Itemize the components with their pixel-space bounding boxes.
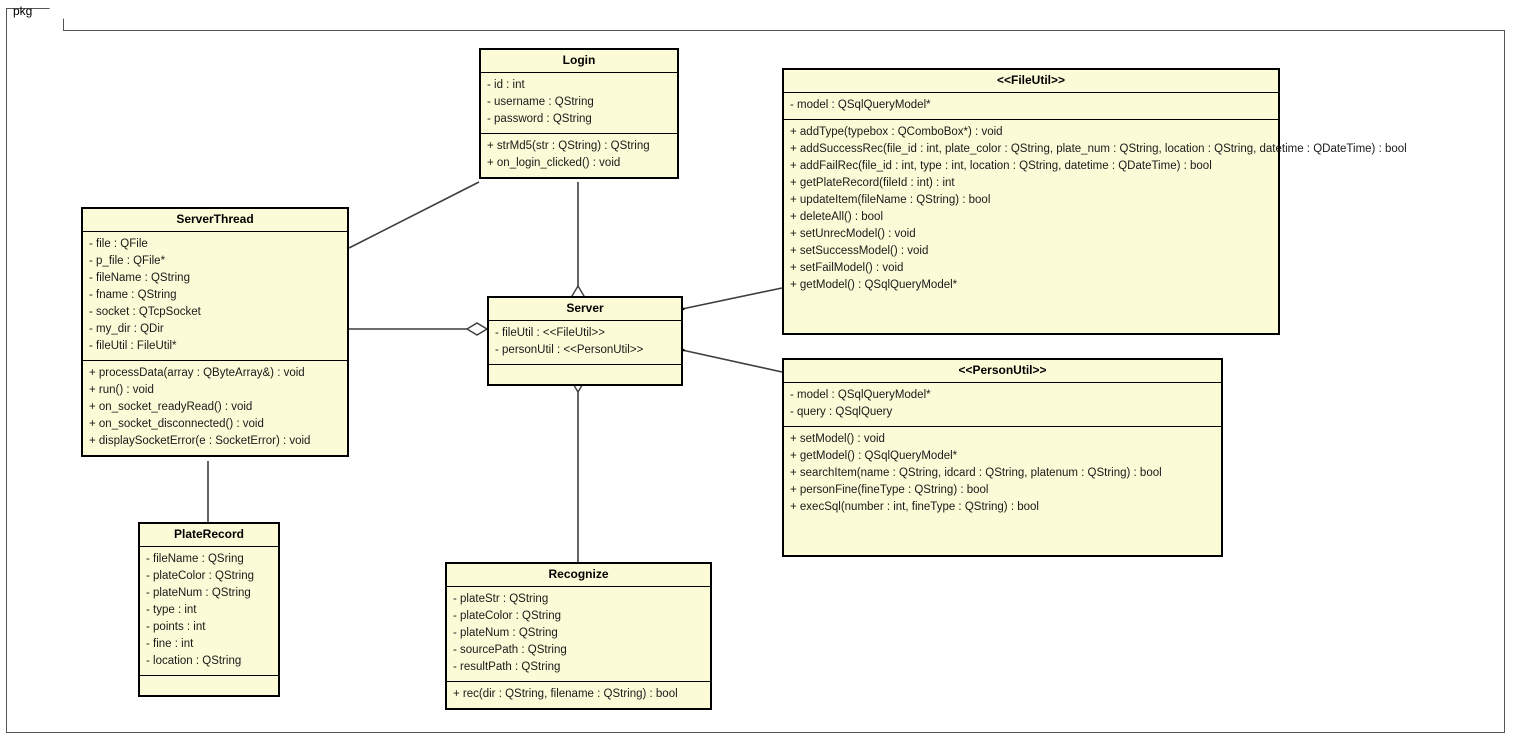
method-row-spacer	[790, 516, 1215, 533]
class-title-recognize: Recognize	[447, 564, 710, 587]
class-box-login[interactable]: Login - id : int - username : QString - …	[479, 48, 679, 179]
method-row: + addFailRec(file_id : int, type : int, …	[790, 160, 1212, 172]
class-methods-personutil: + setModel() : void + getModel() : QSqlQ…	[784, 427, 1221, 555]
method-row: + addType(typebox : QComboBox*) : void	[790, 126, 1003, 138]
class-box-recognize[interactable]: Recognize - plateStr : QString - plateCo…	[445, 562, 712, 710]
class-box-server[interactable]: Server - fileUtil : <<FileUtil>> - perso…	[487, 296, 683, 386]
attribute-row: - username : QString	[487, 96, 594, 108]
class-attributes-server: - fileUtil : <<FileUtil>> - personUtil :…	[489, 321, 681, 365]
class-title-login: Login	[481, 50, 677, 73]
attribute-row: - file : QFile	[89, 238, 148, 250]
class-attributes-fileutil: - model : QSqlQueryModel*	[784, 93, 1278, 120]
method-row: + personFine(fineType : QString) : bool	[790, 484, 989, 496]
class-attributes-personutil: - model : QSqlQueryModel* - query : QSql…	[784, 383, 1221, 427]
attribute-row: - fileUtil : FileUtil*	[89, 340, 177, 352]
method-row: + searchItem(name : QString, idcard : QS…	[790, 467, 1162, 479]
class-methods-fileutil: + addType(typebox : QComboBox*) : void +…	[784, 120, 1407, 333]
attribute-row: - sourcePath : QString	[453, 644, 567, 656]
class-methods-server	[489, 365, 681, 384]
attribute-row: - model : QSqlQueryModel*	[790, 389, 931, 401]
class-methods-platerecord	[140, 676, 278, 695]
class-box-personutil[interactable]: <<PersonUtil>> - model : QSqlQueryModel*…	[782, 358, 1223, 557]
class-methods-serverthread: + processData(array : QByteArray&) : voi…	[83, 361, 347, 455]
attribute-row: - plateStr : QString	[453, 593, 549, 605]
attribute-row: - query : QSqlQuery	[790, 406, 893, 418]
attribute-row: - type : int	[146, 604, 197, 616]
class-title-serverthread: ServerThread	[83, 209, 347, 232]
attribute-row: - fileUtil : <<FileUtil>>	[495, 327, 605, 339]
method-row: + setFailModel() : void	[790, 262, 904, 274]
attribute-row: - fileName : QSring	[146, 553, 244, 565]
class-box-serverthread[interactable]: ServerThread - file : QFile - p_file : Q…	[81, 207, 349, 457]
method-row: + getPlateRecord(fileId : int) : int	[790, 177, 955, 189]
class-title-fileutil: <<FileUtil>>	[784, 70, 1278, 93]
method-row: + updateItem(fileName : QString) : bool	[790, 194, 991, 206]
method-row: + execSql(number : int, fineType : QStri…	[790, 501, 1039, 513]
method-row: + setModel() : void	[790, 433, 885, 445]
package-tab	[6, 8, 64, 31]
attribute-row: - resultPath : QString	[453, 661, 561, 673]
class-attributes-platerecord: - fileName : QSring - plateColor : QStri…	[140, 547, 278, 676]
class-attributes-recognize: - plateStr : QString - plateColor : QStr…	[447, 587, 710, 682]
class-methods-login: + strMd5(str : QString) : QString + on_l…	[481, 134, 677, 177]
attribute-row: - socket : QTcpSocket	[89, 306, 201, 318]
method-row: + addSuccessRec(file_id : int, plate_col…	[790, 143, 1407, 155]
attribute-row: - fileName : QString	[89, 272, 190, 284]
class-methods-recognize: + rec(dir : QString, filename : QString)…	[447, 682, 710, 708]
attribute-row: - plateNum : QString	[453, 627, 558, 639]
method-row: + getModel() : QSqlQueryModel*	[790, 450, 958, 462]
method-row-spacer	[790, 311, 1272, 328]
method-row: + displaySocketError(e : SocketError) : …	[89, 435, 311, 447]
method-row: + strMd5(str : QString) : QString	[487, 140, 650, 152]
method-row: + setUnrecModel() : void	[790, 228, 916, 240]
method-row-spacer	[790, 294, 1272, 311]
method-row: + on_login_clicked() : void	[487, 157, 621, 169]
method-row: + on_socket_disconnected() : void	[89, 418, 264, 430]
attribute-row: - fname : QString	[89, 289, 177, 301]
class-attributes-login: - id : int - username : QString - passwo…	[481, 73, 677, 134]
attribute-row: - model : QSqlQueryModel*	[790, 99, 931, 111]
method-row: + run() : void	[89, 384, 154, 396]
attribute-row: - p_file : QFile*	[89, 255, 166, 267]
class-title-platerecord: PlateRecord	[140, 524, 278, 547]
method-row: + processData(array : QByteArray&) : voi…	[89, 367, 305, 379]
class-title-server: Server	[489, 298, 681, 321]
class-box-platerecord[interactable]: PlateRecord - fileName : QSring - plateC…	[138, 522, 280, 697]
attribute-row: - plateColor : QString	[453, 610, 562, 622]
class-title-personutil: <<PersonUtil>>	[784, 360, 1221, 383]
attribute-row: - points : int	[146, 621, 206, 633]
attribute-row: - my_dir : QDir	[89, 323, 164, 335]
attribute-row: - fine : int	[146, 638, 194, 650]
method-row-spacer	[790, 533, 1215, 550]
package-frame-top-edge	[6, 30, 1505, 31]
attribute-row: - personUtil : <<PersonUtil>>	[495, 344, 644, 356]
method-row: + getModel() : QSqlQueryModel*	[790, 279, 958, 291]
attribute-row: - plateColor : QString	[146, 570, 255, 582]
attribute-row: - id : int	[487, 79, 525, 91]
method-row: + deleteAll() : bool	[790, 211, 884, 223]
attribute-row: - location : QString	[146, 655, 242, 667]
method-row: + rec(dir : QString, filename : QString)…	[453, 688, 678, 700]
method-row: + setSuccessModel() : void	[790, 245, 929, 257]
method-row: + on_socket_readyRead() : void	[89, 401, 253, 413]
package-tab-label: pkg	[13, 4, 33, 18]
class-box-fileutil[interactable]: <<FileUtil>> - model : QSqlQueryModel* +…	[782, 68, 1407, 335]
attribute-row: - plateNum : QString	[146, 587, 251, 599]
class-attributes-serverthread: - file : QFile - p_file : QFile* - fileN…	[83, 232, 347, 361]
attribute-row: - password : QString	[487, 113, 592, 125]
